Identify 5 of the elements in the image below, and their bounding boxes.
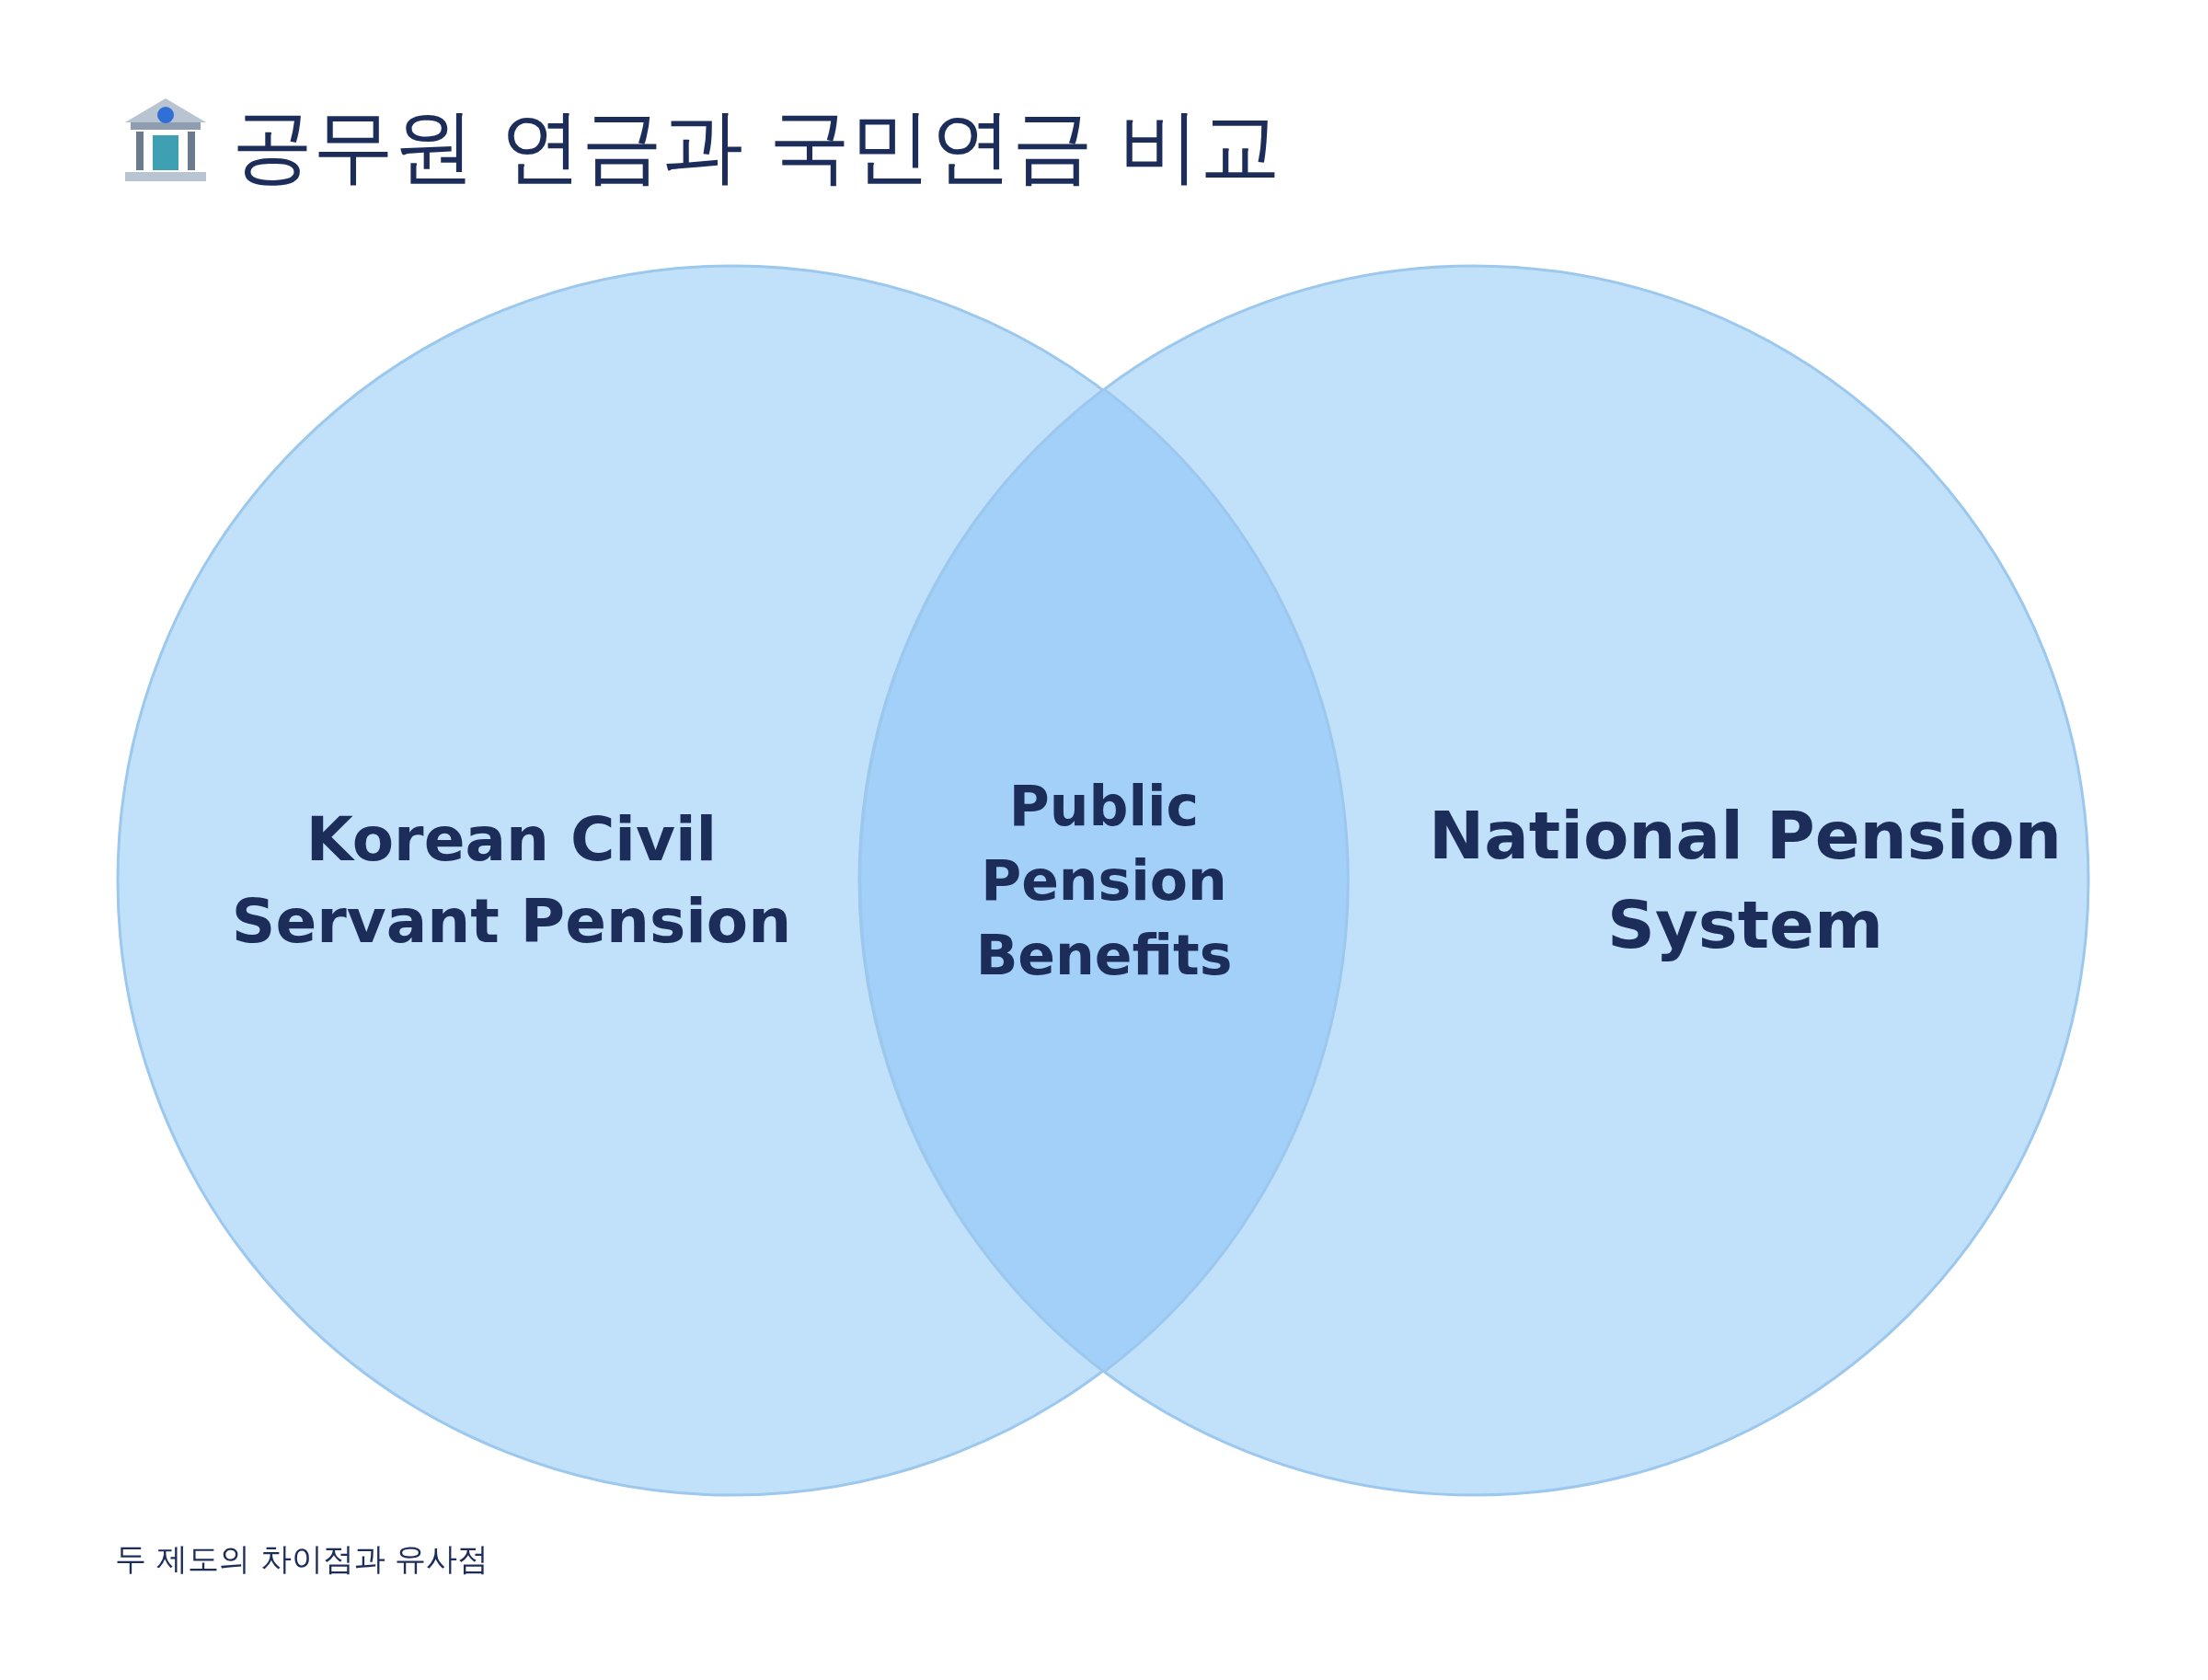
circle-label: Korean Civil Servant Pension (230, 802, 793, 959)
circle-label: National Pension System (1427, 795, 2064, 965)
title: 공무원 연금과 국민연금 비교 (232, 98, 1281, 195)
caption: 두 제도의 차이점과 유사점 (115, 1539, 489, 1579)
overlap-label: Public Pension Benefits (974, 772, 1234, 989)
